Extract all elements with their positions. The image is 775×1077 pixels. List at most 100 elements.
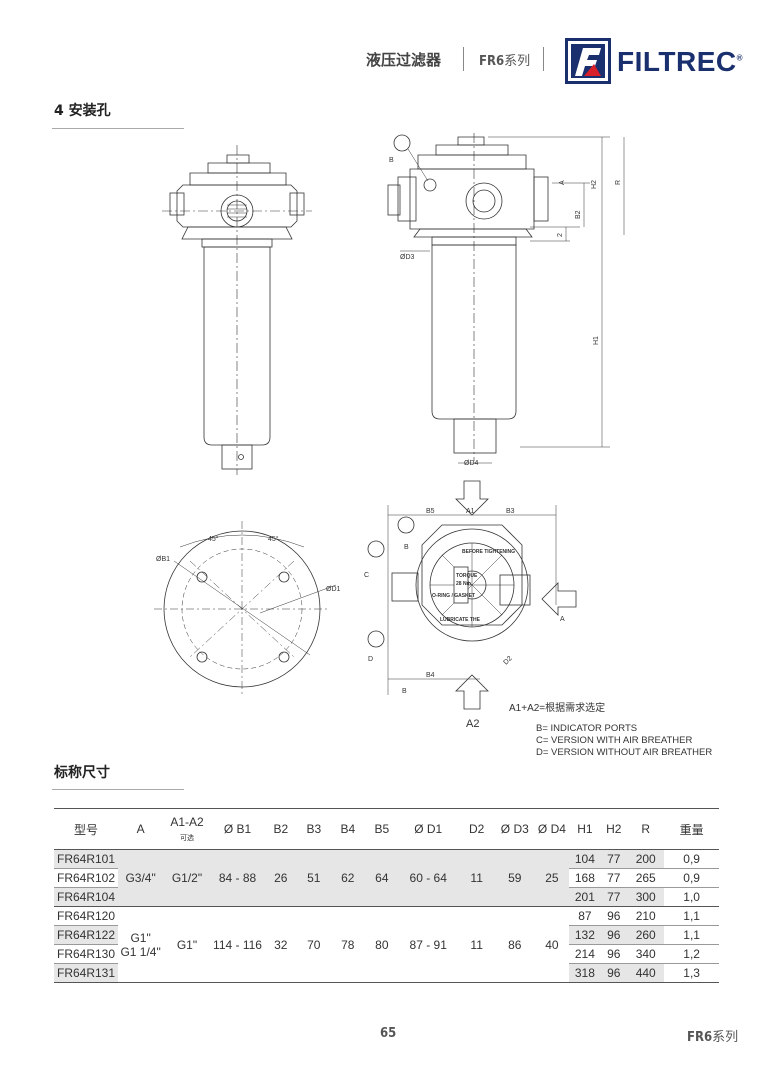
- brand-name: FILTREC: [617, 46, 737, 77]
- table-row: FR64R120 G1"G1 1/4" G1" 114 - 116 32 70 …: [54, 906, 719, 983]
- col-b5: B5: [365, 808, 399, 850]
- label-r: R: [615, 180, 622, 185]
- brand-registered-mark: ®: [736, 53, 744, 63]
- cell-model: FR64R122: [54, 925, 118, 945]
- dimensions-table: 型号 A A1-A2 可选 Ø B1 B2 B3 B4 B5 Ø D1 D2 Ø …: [54, 808, 719, 983]
- cell-weight: 1,2: [664, 944, 719, 964]
- footer-series-word: 系列: [712, 1030, 739, 1045]
- cell-b5: 64: [365, 849, 399, 907]
- label-angle-1: 45°: [208, 535, 219, 543]
- label-a-top: A: [560, 616, 565, 623]
- col-a1a2-label: A1-A2: [170, 815, 204, 829]
- label-angle-2: 45°: [268, 535, 279, 543]
- cell-h1: 318: [569, 963, 601, 983]
- cell-model: FR64R104: [54, 887, 118, 907]
- torque-text-3: 28 Nm: [456, 581, 472, 587]
- front-view: [162, 145, 312, 475]
- label-h2: H2: [591, 180, 598, 189]
- col-b2: B2: [264, 808, 298, 850]
- section-underline: [52, 128, 184, 129]
- col-d2: D2: [458, 808, 496, 850]
- page-number: 65: [380, 1026, 397, 1041]
- cell-h1: 168: [574, 871, 595, 885]
- cell-d1: 60 - 64: [398, 849, 459, 907]
- cell-r: 210: [635, 909, 656, 923]
- brand-wordmark: FILTREC®: [617, 46, 743, 78]
- cell-weight: 1,1: [664, 925, 719, 945]
- label-a1: A1: [466, 508, 475, 515]
- header-series-code: FR6: [479, 54, 505, 69]
- cell-model: FR64R130: [54, 944, 118, 964]
- col-a1a2: A1-A2 可选: [163, 808, 211, 850]
- label-b5: B5: [426, 508, 435, 515]
- label-d1: ØD1: [326, 586, 341, 593]
- table-row: FR64R122 132 96 260 1,1: [54, 925, 719, 945]
- cell-h2: 96: [600, 944, 628, 964]
- cell-d2: 11: [458, 906, 496, 983]
- cell-h2: 77: [600, 849, 628, 869]
- cell-model: FR64R131: [54, 963, 118, 983]
- note-b: B= INDICATOR PORTS: [536, 723, 638, 734]
- cell-weight: 1,0: [664, 887, 719, 907]
- torque-text-1: BEFORE TIGHTENING: [462, 549, 515, 555]
- cell-d2: 11: [458, 849, 496, 907]
- cell-b5: 80: [365, 906, 399, 983]
- cell-d4: 25: [534, 849, 570, 907]
- side-view: [387, 133, 625, 464]
- cell-h2: 96: [600, 963, 628, 983]
- cell-h1: 104: [569, 849, 601, 869]
- col-b1: Ø B1: [210, 808, 265, 850]
- cell-weight: 0,9: [664, 849, 719, 869]
- cell-a: G3/4": [117, 849, 164, 907]
- cell-d3: 86: [495, 906, 535, 983]
- hole-pattern: [154, 521, 337, 697]
- footer-series: FR6系列: [687, 1026, 738, 1045]
- label-b4: B4: [426, 672, 435, 679]
- cell-h1: 214: [569, 944, 601, 964]
- label-b3: B3: [506, 508, 515, 515]
- col-a: A: [117, 808, 164, 850]
- cell-r: 200: [627, 849, 665, 869]
- note-c: C= VERSION WITH AIR BREATHER: [536, 735, 693, 746]
- col-h2: H2: [600, 808, 628, 850]
- label-d: D: [368, 656, 373, 663]
- col-weight: 重量: [664, 808, 719, 850]
- cell-d4: 40: [534, 906, 570, 983]
- cell-weight: 1,1: [683, 909, 700, 923]
- cell-r: 340: [627, 944, 665, 964]
- cell-b4: 78: [330, 906, 366, 983]
- cell-b3: 51: [297, 849, 331, 907]
- label-a-side: A: [559, 180, 566, 185]
- cell-h1: 201: [569, 887, 601, 907]
- col-h1: H1: [569, 808, 601, 850]
- torque-text-4: LUBRICATE THE: [440, 617, 481, 623]
- label-top-b: B: [389, 157, 394, 164]
- cell-b4: 62: [330, 849, 366, 907]
- cell-h2: 77: [600, 887, 628, 907]
- header-divider: [463, 47, 464, 71]
- torque-text-5: O-RING / GASKET: [432, 593, 475, 599]
- col-a1a2-sub: 可选: [179, 835, 194, 842]
- col-d1: Ø D1: [398, 808, 459, 850]
- label-d4: ØD4: [464, 460, 479, 467]
- cell-a-line2: G1 1/4": [120, 944, 161, 959]
- table-header-row: 型号 A A1-A2 可选 Ø B1 B2 B3 B4 B5 Ø D1 D2 Ø …: [54, 808, 719, 850]
- col-d3: Ø D3: [495, 808, 535, 850]
- table-row: FR64R104 201 77 300 1,0: [54, 887, 719, 907]
- header-divider-2: [543, 47, 544, 71]
- cell-b3: 70: [297, 906, 331, 983]
- cell-b2: 32: [264, 906, 298, 983]
- header-title: 液压过滤器: [366, 51, 442, 69]
- cell-weight: 0,9: [683, 871, 700, 885]
- cell-h1: 87: [578, 909, 592, 923]
- col-b3: B3: [297, 808, 331, 850]
- col-b4: B4: [330, 808, 366, 850]
- cell-r: 300: [627, 887, 665, 907]
- table-row: FR64R131 318 96 440 1,3: [54, 963, 719, 983]
- col-model: 型号: [54, 808, 118, 850]
- label-h1: H1: [593, 336, 600, 345]
- cell-d1: 87 - 91: [398, 906, 459, 983]
- table-row: FR64R101 G3/4" G1/2" 84 - 88 26 51 62 64…: [54, 849, 719, 907]
- label-d3: ØD3: [400, 254, 415, 261]
- section-underline-2: [52, 789, 184, 790]
